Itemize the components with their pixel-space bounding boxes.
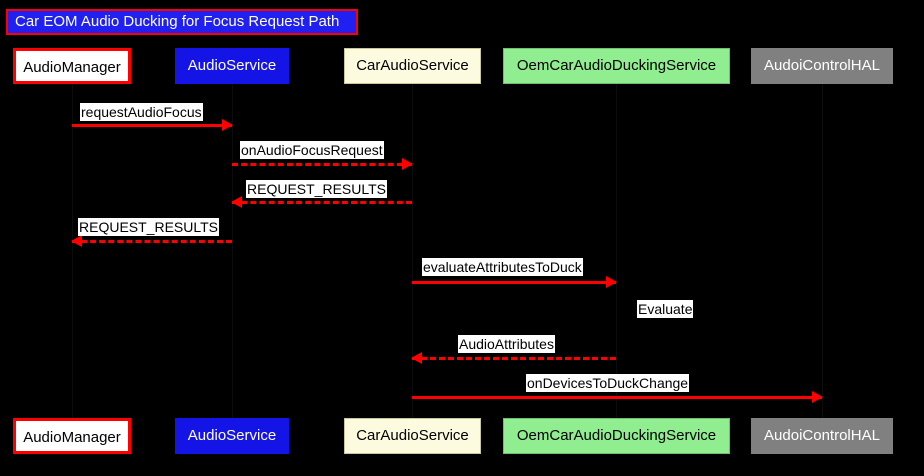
participant-oem-car-audio-ducking-service-top[interactable]: OemCarAudioDuckingService [503,48,730,84]
participant-oem-car-audio-ducking-service-bottom[interactable]: OemCarAudioDuckingService [503,418,730,454]
lifeline-car-audio-service [412,83,413,418]
arrow-head-icon-request-results-to-audio-manager [71,235,82,247]
participant-audio-manager-bottom[interactable]: AudioManager [13,418,131,454]
arrow-head-icon-on-audio-focus-request [402,158,413,170]
arrow-head-icon-request-audio-focus [222,119,233,131]
message-label-request-audio-focus: requestAudioFocus [80,103,203,121]
arrow-head-icon-audio-attributes [411,352,422,364]
participant-audio-manager-top[interactable]: AudioManager [13,48,131,84]
message-label-on-devices-to-duck-change: onDevicesToDuckChange [526,374,690,392]
arrow-head-icon-request-results-to-audio-service [231,196,242,208]
participant-audio-service-bottom[interactable]: AudioService [175,418,289,454]
participant-car-audio-service-top[interactable]: CarAudioService [344,48,481,84]
arrow-head-icon-on-devices-to-duck-change [812,391,823,403]
participant-audoi-control-hal-top[interactable]: AudoiControlHAL [751,48,893,84]
message-label-evaluate-attributes-to-duck: evaluateAttributesToDuck [422,258,583,276]
message-label-request-results-to-audio-manager: REQUEST_RESULTS [78,218,219,236]
arrow-line-request-audio-focus [72,124,232,127]
note-evaluate-note: Evaluate [637,300,694,318]
message-label-request-results-to-audio-service: REQUEST_RESULTS [246,180,387,198]
participant-car-audio-service-bottom[interactable]: CarAudioService [344,418,481,454]
lifeline-audio-manager [72,83,73,418]
arrow-line-request-results-to-audio-service [232,201,412,204]
message-label-audio-attributes: AudioAttributes [458,335,555,353]
arrow-line-on-devices-to-duck-change [412,396,822,399]
arrow-head-icon-evaluate-attributes-to-duck [606,276,617,288]
participant-audoi-control-hal-bottom[interactable]: AudoiControlHAL [751,418,893,454]
participant-audio-service-top[interactable]: AudioService [175,48,289,84]
diagram-title: Car EOM Audio Ducking for Focus Request … [6,9,358,35]
lifeline-audio-service [232,83,233,418]
arrow-line-on-audio-focus-request [232,163,412,166]
arrow-line-evaluate-attributes-to-duck [412,281,616,284]
arrow-line-audio-attributes [412,357,616,360]
lifeline-audoi-control-hal [822,83,823,418]
arrow-line-request-results-to-audio-manager [72,240,232,243]
message-label-on-audio-focus-request: onAudioFocusRequest [240,141,384,159]
lifeline-oem-car-audio-ducking-service [616,83,617,418]
